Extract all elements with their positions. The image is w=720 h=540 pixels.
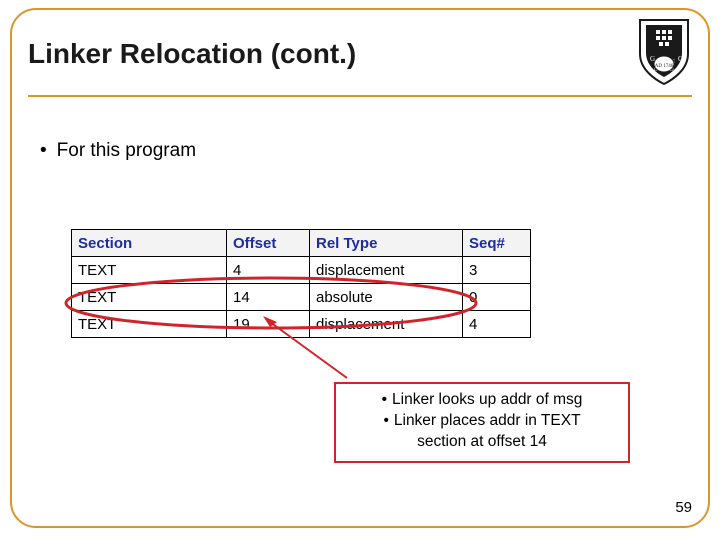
- cell-offset: 4: [226, 256, 310, 284]
- column-header-section: Section: [71, 229, 227, 257]
- cell-section: TEXT: [71, 310, 227, 338]
- callout-line: •Linker looks up addr of msg: [344, 390, 620, 411]
- university-crest-icon: G G G G D D AD 1746: [626, 14, 702, 88]
- cell-section: TEXT: [71, 256, 227, 284]
- cell-offset: 14: [226, 283, 310, 311]
- cell-offset: 19: [226, 310, 310, 338]
- cell-rel-type: displacement: [309, 310, 463, 338]
- cell-seq: 3: [462, 256, 531, 284]
- svg-text:G: G: [650, 55, 655, 63]
- column-header-offset: Offset: [226, 229, 310, 257]
- callout-bullet-marker-icon: •: [381, 391, 388, 408]
- svg-text:AD 1746: AD 1746: [655, 64, 674, 69]
- bullet-for-this-program: • For this program: [40, 140, 196, 162]
- callout-line-text: section at offset 14: [417, 432, 547, 450]
- callout-box: •Linker looks up addr of msg •Linker pla…: [334, 382, 630, 463]
- callout-line-text: Linker places addr in TEXT: [393, 411, 581, 429]
- table-header-row: Section Offset Rel Type Seq#: [71, 229, 531, 257]
- table-row: TEXT 4 displacement 3: [71, 256, 531, 284]
- callout-line: section at offset 14: [344, 432, 620, 453]
- slide-frame: [10, 8, 710, 528]
- svg-text:G: G: [678, 55, 683, 63]
- bullet-text: For this program: [56, 140, 197, 161]
- cell-seq: 0: [462, 283, 531, 311]
- callout-line-text: Linker looks up addr of msg: [392, 391, 583, 408]
- slide-number: 59: [675, 499, 692, 516]
- cell-rel-type: absolute: [309, 283, 463, 311]
- callout-bullet-marker-icon: •: [383, 411, 389, 429]
- cell-section: TEXT: [71, 283, 227, 311]
- column-header-seq: Seq#: [462, 229, 531, 257]
- table-row: TEXT 14 absolute 0: [71, 283, 531, 311]
- table-row: TEXT 19 displacement 4: [71, 310, 531, 338]
- page-title: Linker Relocation (cont.): [28, 38, 357, 69]
- callout-line: •Linker places addr in TEXT: [344, 411, 620, 432]
- svg-text:D: D: [670, 68, 674, 73]
- relocation-table: Section Offset Rel Type Seq# TEXT 4 disp…: [71, 229, 531, 338]
- svg-text:D: D: [654, 68, 658, 73]
- cell-rel-type: displacement: [309, 256, 463, 284]
- column-header-rel-type: Rel Type: [309, 229, 463, 257]
- title-divider: [28, 95, 692, 97]
- bullet-marker-icon: •: [40, 140, 47, 161]
- cell-seq: 4: [462, 310, 531, 338]
